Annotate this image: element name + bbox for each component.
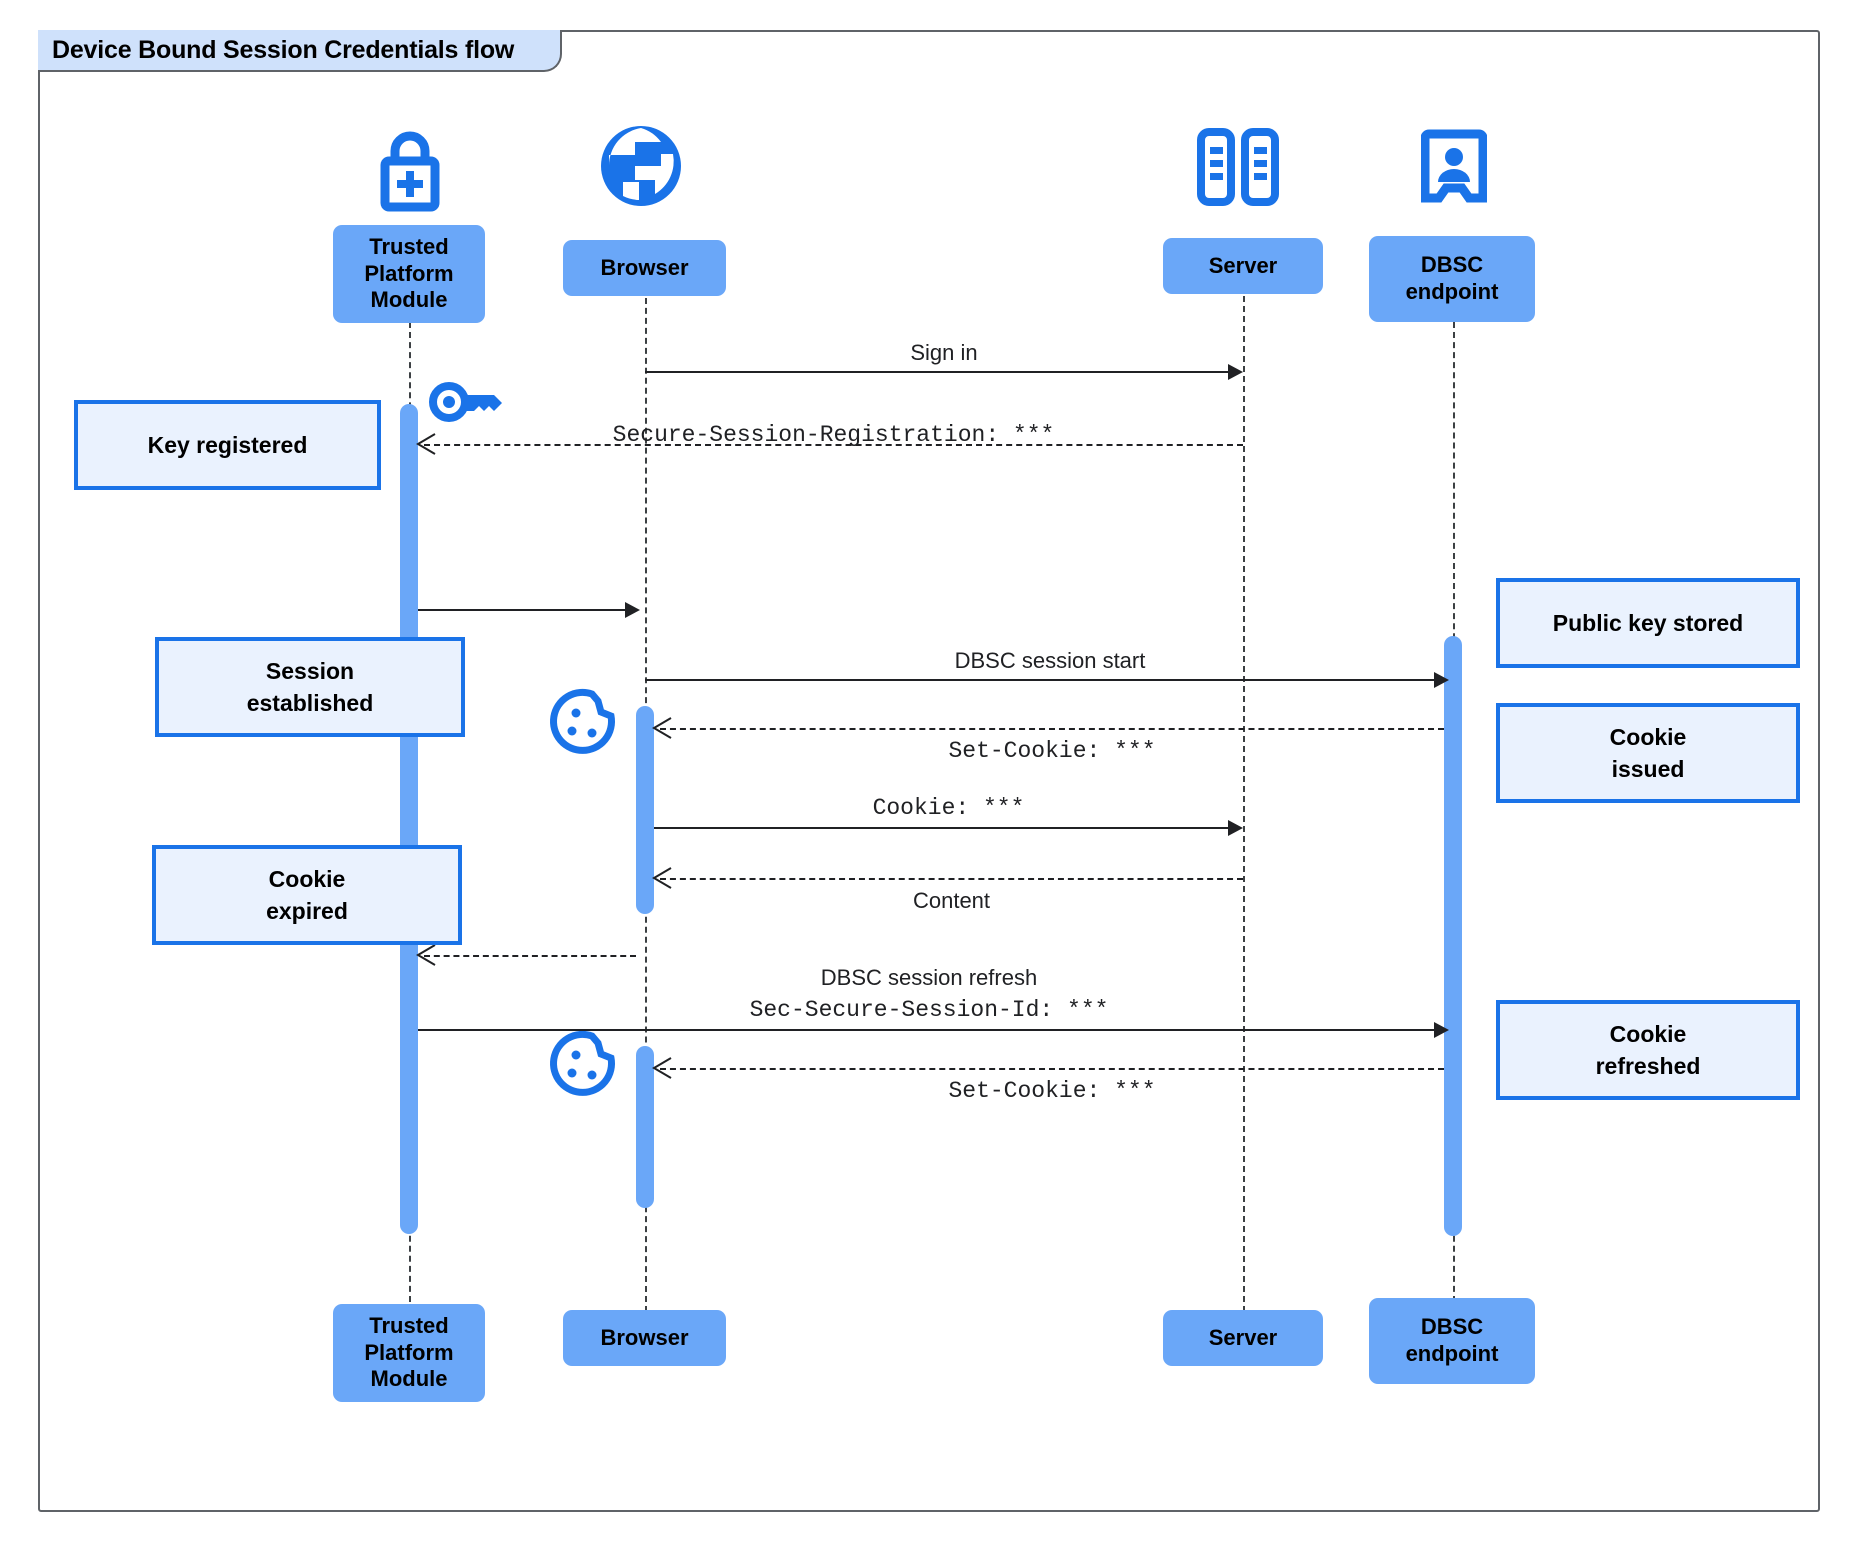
message-arrowhead-dbsc-session-start bbox=[1434, 672, 1449, 688]
participant-dbsc-bottom[interactable]: DBSC endpoint bbox=[1369, 1298, 1535, 1384]
note-text-line: Session bbox=[265, 657, 355, 684]
participant-tpm-top[interactable]: Trusted Platform Module bbox=[333, 225, 485, 323]
participant-dbsc-top[interactable]: DBSC endpoint bbox=[1369, 236, 1535, 322]
note-text-line: established bbox=[246, 690, 374, 716]
participant-tpm-bottom[interactable]: Trusted Platform Module bbox=[333, 1304, 485, 1402]
message-line-sign-in bbox=[645, 371, 1233, 373]
cookie-icon bbox=[550, 688, 615, 754]
participant-label-line: Trusted bbox=[369, 1312, 449, 1338]
note-cookie-refreshed: Cookie refreshed bbox=[1496, 1000, 1800, 1100]
lock-plus-icon bbox=[380, 131, 440, 212]
message-arrowhead-sign-in bbox=[1228, 364, 1243, 380]
participant-label-line: endpoint bbox=[1405, 279, 1499, 304]
activation-bar-browser-2 bbox=[636, 1046, 654, 1208]
message-arrowhead-secure-session-registration bbox=[416, 433, 436, 455]
activation-bar-browser-1 bbox=[636, 706, 654, 914]
message-line-secure-session-registration bbox=[424, 444, 1243, 446]
message-arrowhead-cookie bbox=[1228, 820, 1243, 836]
activation-bar-tpm bbox=[400, 404, 418, 1234]
message-arrowhead-set-cookie-1 bbox=[652, 717, 672, 739]
note-text-line: issued bbox=[1611, 756, 1685, 782]
diagram-title: Device Bound Session Credentials flow bbox=[52, 35, 515, 64]
note-text-line: expired bbox=[266, 898, 348, 924]
note-text-line: Cookie bbox=[268, 865, 346, 892]
note-session-established: Session established bbox=[155, 637, 465, 737]
message-line-set-cookie-2 bbox=[660, 1068, 1444, 1070]
message-label-sign-in: Sign in bbox=[910, 340, 978, 365]
note-text-line: Cookie bbox=[1609, 723, 1687, 750]
participant-label-line: Platform bbox=[364, 1339, 454, 1365]
participant-browser-top[interactable]: Browser bbox=[563, 240, 726, 296]
message-label-sec-secure-session-id: Sec-Secure-Session-Id: *** bbox=[749, 997, 1109, 1023]
message-arrowhead-tpm-to-browser bbox=[625, 602, 640, 618]
note-cookie-expired: Cookie expired bbox=[152, 845, 462, 945]
note-key-registered: Key registered bbox=[74, 400, 381, 490]
diagram-frame bbox=[38, 30, 1820, 1512]
participant-label-line: endpoint bbox=[1405, 1341, 1499, 1366]
message-label-cookie: Cookie: *** bbox=[872, 795, 1025, 821]
message-label-dbsc-session-start: DBSC session start bbox=[954, 648, 1146, 673]
note-public-key-stored: Public key stored bbox=[1496, 578, 1800, 668]
key-icon bbox=[429, 382, 502, 422]
message-line-tpm-to-browser bbox=[418, 609, 630, 611]
message-label-content: Content bbox=[912, 888, 991, 913]
participant-label-line: Trusted bbox=[369, 233, 449, 259]
globe-icon bbox=[601, 126, 681, 206]
participant-label-line: Server bbox=[1208, 252, 1278, 278]
participant-label-line: Platform bbox=[364, 260, 454, 286]
server-rack-icon bbox=[1197, 128, 1279, 206]
activation-bar-dbsc bbox=[1444, 636, 1462, 1236]
note-cookie-issued: Cookie issued bbox=[1496, 703, 1800, 803]
message-arrowhead-dbsc-session-refresh bbox=[1434, 1022, 1449, 1038]
message-line-content bbox=[660, 878, 1243, 880]
message-label-secure-session-registration: Secure-Session-Registration: *** bbox=[612, 422, 1055, 448]
note-text-line: refreshed bbox=[1595, 1053, 1701, 1079]
message-line-set-cookie-1 bbox=[660, 728, 1444, 730]
participant-label-line: Server bbox=[1208, 1324, 1278, 1350]
participant-server-top[interactable]: Server bbox=[1163, 238, 1323, 294]
message-label-set-cookie-1: Set-Cookie: *** bbox=[948, 738, 1156, 764]
diagram-frame-tab: Device Bound Session Credentials flow bbox=[38, 30, 563, 72]
participant-label-line: Browser bbox=[600, 1324, 689, 1350]
message-label-dbsc-session-refresh: DBSC session refresh bbox=[820, 965, 1038, 990]
participant-label-line: Browser bbox=[600, 254, 689, 280]
message-arrowhead-set-cookie-2 bbox=[652, 1057, 672, 1079]
id-badge-icon bbox=[1421, 129, 1487, 203]
message-line-dbsc-session-refresh bbox=[418, 1029, 1440, 1031]
message-label-set-cookie-2: Set-Cookie: *** bbox=[948, 1078, 1156, 1104]
message-line-browser-to-tpm bbox=[424, 955, 636, 957]
message-line-cookie bbox=[654, 827, 1233, 829]
message-arrowhead-content bbox=[652, 867, 672, 889]
participant-label-line: Module bbox=[370, 1366, 448, 1392]
participant-label-line: DBSC bbox=[1420, 1314, 1484, 1340]
participant-label-line: DBSC bbox=[1420, 252, 1484, 278]
participant-browser-bottom[interactable]: Browser bbox=[563, 1310, 726, 1366]
message-arrowhead-browser-to-tpm bbox=[416, 944, 436, 966]
participant-label-line: Module bbox=[370, 287, 448, 313]
note-text: Public key stored bbox=[1552, 609, 1744, 636]
cookie-icon bbox=[550, 1030, 615, 1096]
lifeline-server bbox=[1243, 286, 1245, 1312]
note-text: Key registered bbox=[147, 431, 308, 458]
note-text-line: Cookie bbox=[1609, 1020, 1687, 1047]
message-line-dbsc-session-start bbox=[645, 679, 1440, 681]
participant-server-bottom[interactable]: Server bbox=[1163, 1310, 1323, 1366]
